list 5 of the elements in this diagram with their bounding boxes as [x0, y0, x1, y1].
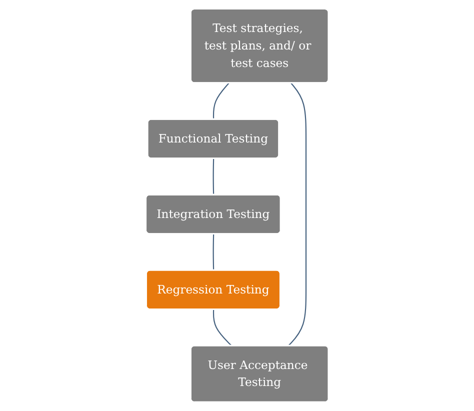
connector	[212, 158, 214, 195]
connector	[212, 82, 230, 120]
connector	[212, 234, 214, 270]
connector	[288, 82, 306, 346]
connector	[212, 310, 232, 346]
